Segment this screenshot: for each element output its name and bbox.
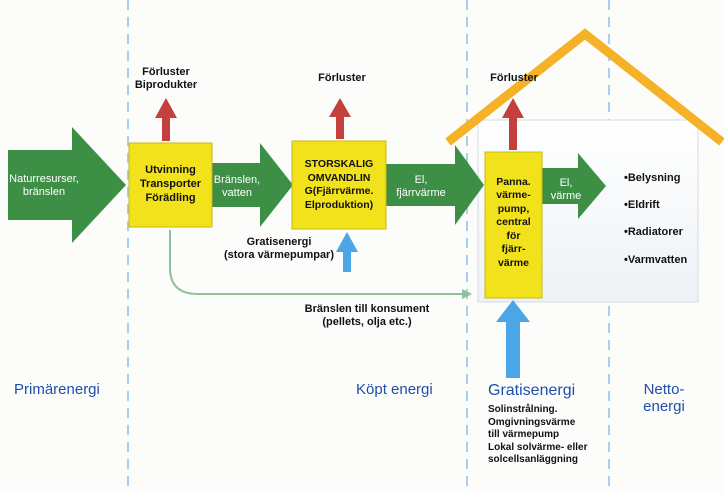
text-storskalig: STORSKALIG OMVANDLIN G(Fjärrvärme. Elpro… — [292, 158, 386, 213]
panna-line-6: fjärr- — [501, 243, 526, 256]
panna-line-2: värme- — [496, 189, 531, 202]
arrow-el-fjarrvarme — [386, 145, 484, 225]
gratis-stora-line-2: (stora värmepumpar) — [223, 249, 335, 262]
label-forluster-biprodukter: Förluster Biprodukter — [126, 66, 206, 92]
el-fjarrvarme-line-2: fjärrvärme — [396, 187, 446, 200]
gratis-list-line-1: Solinstrålning. — [488, 404, 558, 415]
panna-line-4: central — [496, 216, 531, 229]
branslen-line-1: Bränslen, — [213, 174, 261, 186]
box-utvinning — [128, 142, 213, 228]
nettoenergi-line-1: Netto- — [643, 381, 685, 398]
box-panna — [484, 151, 543, 299]
primarenergi-text: Primärenergi — [14, 381, 100, 398]
branslen-konsument-line-1: Bränslen till konsument — [304, 303, 430, 315]
arrow-gratis-lokal — [496, 300, 530, 378]
utvinning-line-3: Förädling — [145, 191, 196, 204]
end-use-varmvatten: •Varmvatten — [624, 253, 688, 266]
forluster-bi-line-2: Biprodukter — [134, 79, 198, 92]
label-el-fjarrvarme: El, fjärrvärme — [388, 174, 454, 200]
utvinning-line-1: Utvinning — [145, 164, 196, 176]
arrow-naturresurser — [8, 127, 126, 243]
storskalig-line-2: OMVANDLIN — [307, 171, 371, 184]
arrow-gratis-stora — [336, 232, 358, 272]
label-naturresurser: Naturresurser, bränslen — [8, 173, 80, 199]
utvinning-line-2: Transporter — [139, 177, 202, 190]
branslen-line-2: vatten — [222, 187, 252, 200]
arrow-loss-2 — [329, 98, 351, 139]
label-forluster-3: Förluster — [474, 72, 554, 85]
forluster-3-text: Förluster — [490, 72, 538, 84]
arrow-loss-1 — [155, 98, 177, 141]
storskalig-line-3: G(Fjärrvärme. — [304, 185, 374, 198]
gratis-list-line-2: Omgivningsvärme — [488, 416, 576, 428]
box-storskalig — [291, 140, 387, 230]
arrow-branslen-vatten — [212, 143, 293, 227]
panna-line-3: pump, — [497, 202, 530, 215]
branslen-konsument-line-2: (pellets, olja etc.) — [322, 316, 412, 329]
gratis-list-line-4: Lokal solvärme- eller — [488, 441, 588, 453]
gratis-list-line-5: solcellsanläggning — [488, 454, 579, 465]
section-primarenergi: Primärenergi — [14, 381, 144, 399]
nettoenergi-line-2: energi — [643, 398, 685, 416]
storskalig-line-4: Elproduktion) — [304, 198, 374, 211]
house-roof — [445, 28, 724, 146]
arrow-branslen-konsument — [169, 230, 472, 299]
gratisenergi-text: Gratisenergi — [488, 382, 576, 399]
el-fjarrvarme-line-1: El, — [414, 174, 428, 186]
gratisenergi-list: Solinstrålning. Omgivningsvärme till vär… — [488, 404, 608, 467]
panna-line-7: värme — [498, 256, 529, 269]
panna-line-5: för — [506, 229, 521, 242]
gratis-stora-line-1: Gratisenergi — [246, 236, 312, 248]
storskalig-line-1: STORSKALIG — [304, 158, 374, 170]
el-varme-line-2: värme — [550, 190, 582, 203]
label-forluster-2: Förluster — [302, 72, 382, 85]
label-gratisenergi-stora: Gratisenergi (stora värmepumpar) — [218, 236, 340, 262]
label-branslen-konsument: Bränslen till konsument (pellets, olja e… — [282, 303, 452, 329]
forluster-2-text: Förluster — [318, 72, 366, 84]
forluster-bi-line-1: Förluster — [142, 66, 190, 78]
end-use-eldrift: •Eldrift — [624, 199, 660, 212]
section-gratisenergi: Gratisenergi — [488, 381, 608, 400]
section-kopt-energi: Köpt energi — [356, 381, 466, 399]
section-nettoenergi: Netto- energi — [624, 381, 704, 416]
text-panna: Panna. värme- pump, central för fjärr- v… — [485, 176, 542, 270]
arrow-loss-3 — [502, 98, 524, 150]
end-use-belysning: •Belysning — [624, 172, 681, 184]
el-varme-line-1: El, — [559, 177, 573, 189]
gratis-list-line-3: till värmepump — [488, 429, 560, 440]
end-use-radiatorer: •Radiatorer — [624, 226, 683, 239]
panna-line-1: Panna. — [496, 176, 531, 188]
text-utvinning: Utvinning Transporter Förädling — [129, 164, 212, 205]
end-use-list: •Belysning •Eldrift •Radiatorer •Varmvat… — [624, 172, 704, 267]
label-el-varme: El, värme — [546, 177, 586, 203]
label-branslen-vatten: Bränslen, vatten — [212, 174, 262, 200]
kopt-energi-text: Köpt energi — [356, 381, 433, 398]
naturresurser-text: Naturresurser, bränslen — [9, 173, 79, 199]
arrow-el-varme — [542, 153, 606, 219]
